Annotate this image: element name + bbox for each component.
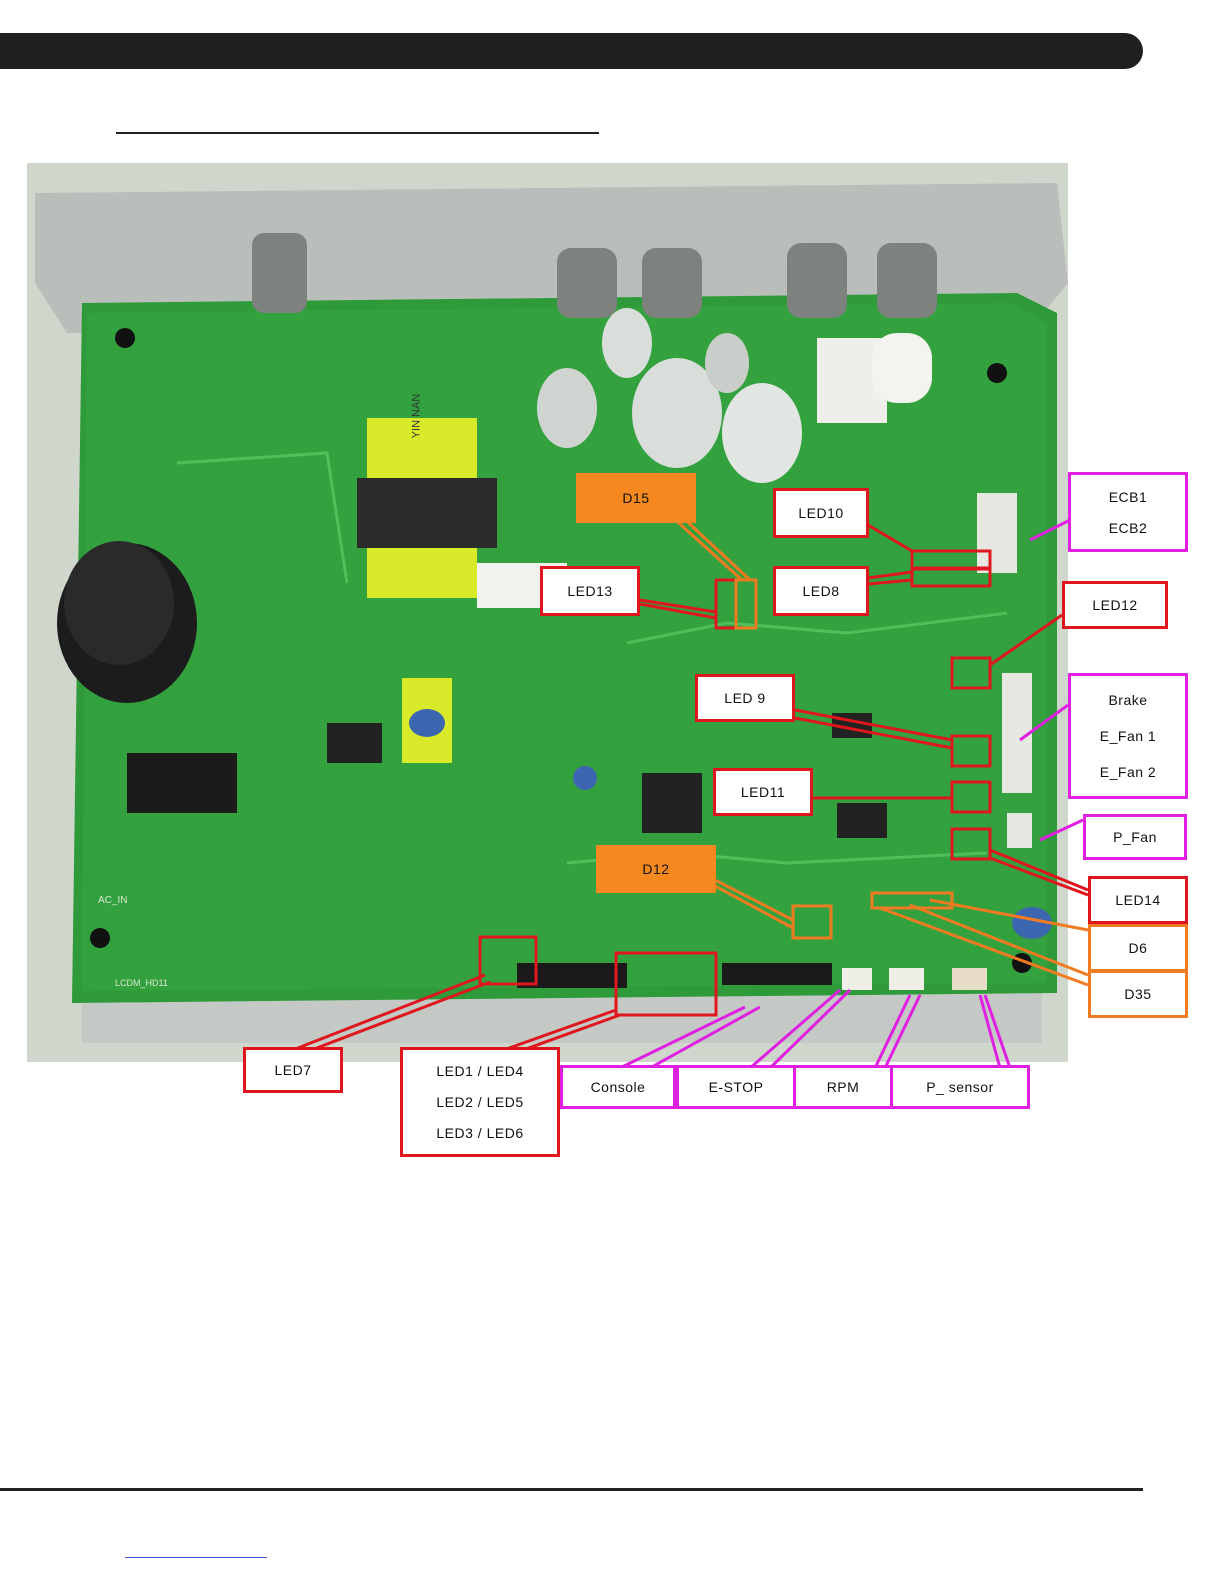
ecb1-label: ECB1 [1109,489,1148,505]
callout-d6: D6 [1088,924,1188,972]
callout-d15: D15 [576,473,696,523]
callout-ecb: ECB1 ECB2 [1068,472,1188,552]
efan2-label: E_Fan 2 [1100,764,1156,780]
callout-console: Console [560,1065,676,1109]
callout-led8: LED8 [773,566,869,616]
brake-label: Brake [1108,692,1147,708]
led1-led4-label: LED1 / LED4 [436,1063,523,1079]
efan1-label: E_Fan 1 [1100,728,1156,744]
callout-led10: LED10 [773,488,869,538]
callout-rpm: RPM [793,1065,893,1109]
led2-led5-label: LED2 / LED5 [436,1094,523,1110]
callout-d35: D35 [1088,970,1188,1018]
callout-e-stop: E-STOP [676,1065,796,1109]
callout-d12: D12 [596,845,716,893]
callout-led11: LED11 [713,768,813,816]
callout-led1-6: LED1 / LED4 LED2 / LED5 LED3 / LED6 [400,1047,560,1157]
callout-led13: LED13 [540,566,640,616]
ecb2-label: ECB2 [1109,520,1148,536]
callout-led12: LED12 [1062,581,1168,629]
footer-link-underline [125,1557,267,1558]
callout-led7: LED7 [243,1047,343,1093]
callout-p-sensor: P_ sensor [890,1065,1030,1109]
callout-led14: LED14 [1088,876,1188,924]
footer-rule [0,1488,1143,1491]
callout-led9: LED 9 [695,674,795,722]
callout-p-fan: P_Fan [1083,814,1187,860]
led3-led6-label: LED3 / LED6 [436,1125,523,1141]
callout-brake-fans: Brake E_Fan 1 E_Fan 2 [1068,673,1188,799]
